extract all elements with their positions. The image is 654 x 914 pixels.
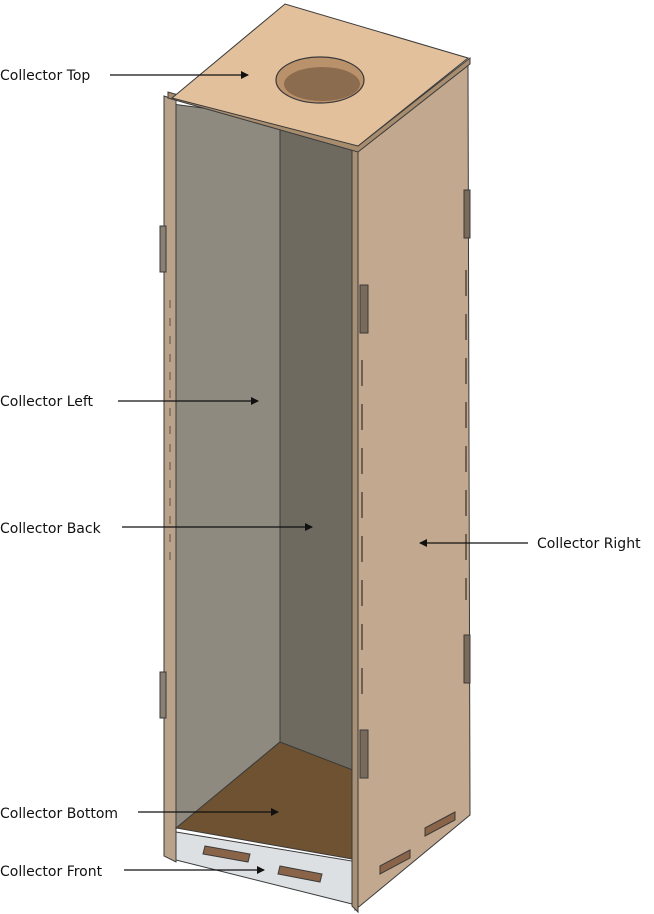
label-collector-left: Collector Left — [0, 394, 259, 410]
label-collector-right: Collector Right — [419, 536, 641, 552]
label-left-text: Collector Left — [0, 394, 94, 410]
left-tab-lower — [159, 671, 167, 719]
label-front-text: Collector Front — [0, 864, 103, 880]
left-edge-strip — [163, 95, 177, 863]
right-panel-edge — [351, 147, 359, 914]
label-bottom-text: Collector Bottom — [0, 806, 118, 822]
front-tab-2 — [277, 865, 323, 883]
right-tab-2 — [424, 811, 456, 837]
left-panel — [171, 103, 281, 834]
top-panel-edge — [167, 56, 471, 153]
right-tab-1 — [379, 849, 411, 875]
label-collector-back: Collector Back — [0, 521, 313, 537]
label-collector-front: Collector Front — [0, 864, 265, 880]
right-panel-slots — [359, 189, 471, 779]
front-tab-1 — [202, 845, 251, 863]
label-right-text: Collector Right — [537, 536, 641, 552]
left-tab-upper — [159, 225, 167, 273]
right-panel — [354, 62, 471, 912]
label-back-text: Collector Back — [0, 521, 102, 537]
label-collector-top: Collector Top — [0, 68, 249, 84]
label-top-text: Collector Top — [0, 68, 90, 84]
label-collector-bottom: Collector Bottom — [0, 806, 279, 822]
